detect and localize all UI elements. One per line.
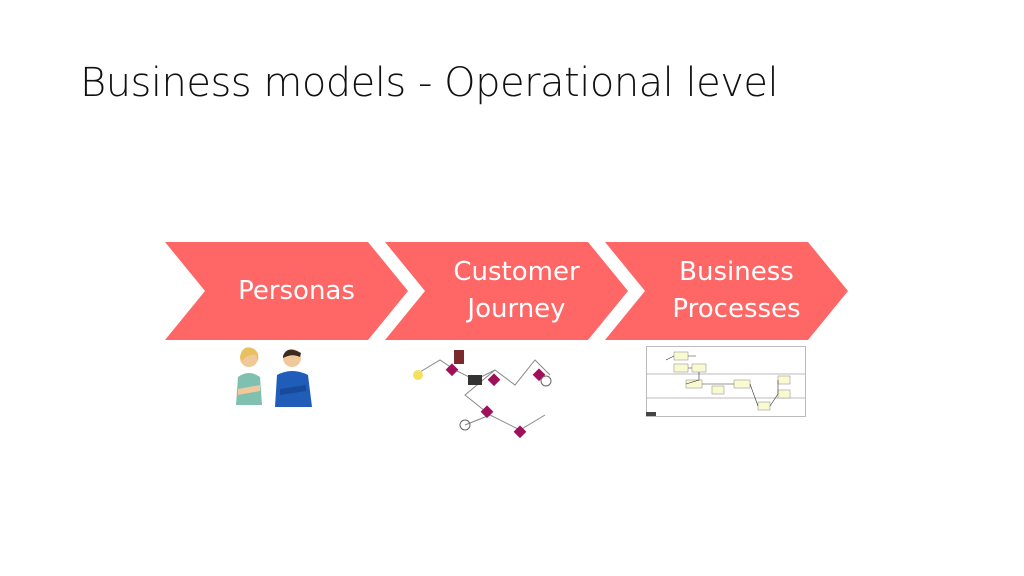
- chevron-label: Personas: [238, 275, 355, 306]
- bpmn-process-diagram: [646, 346, 806, 417]
- customer-journey-map: [413, 350, 552, 439]
- personas-people-icon: [236, 347, 312, 407]
- chevron-personas: Personas: [165, 242, 408, 340]
- slide-title: Business models - Operational level: [80, 60, 779, 106]
